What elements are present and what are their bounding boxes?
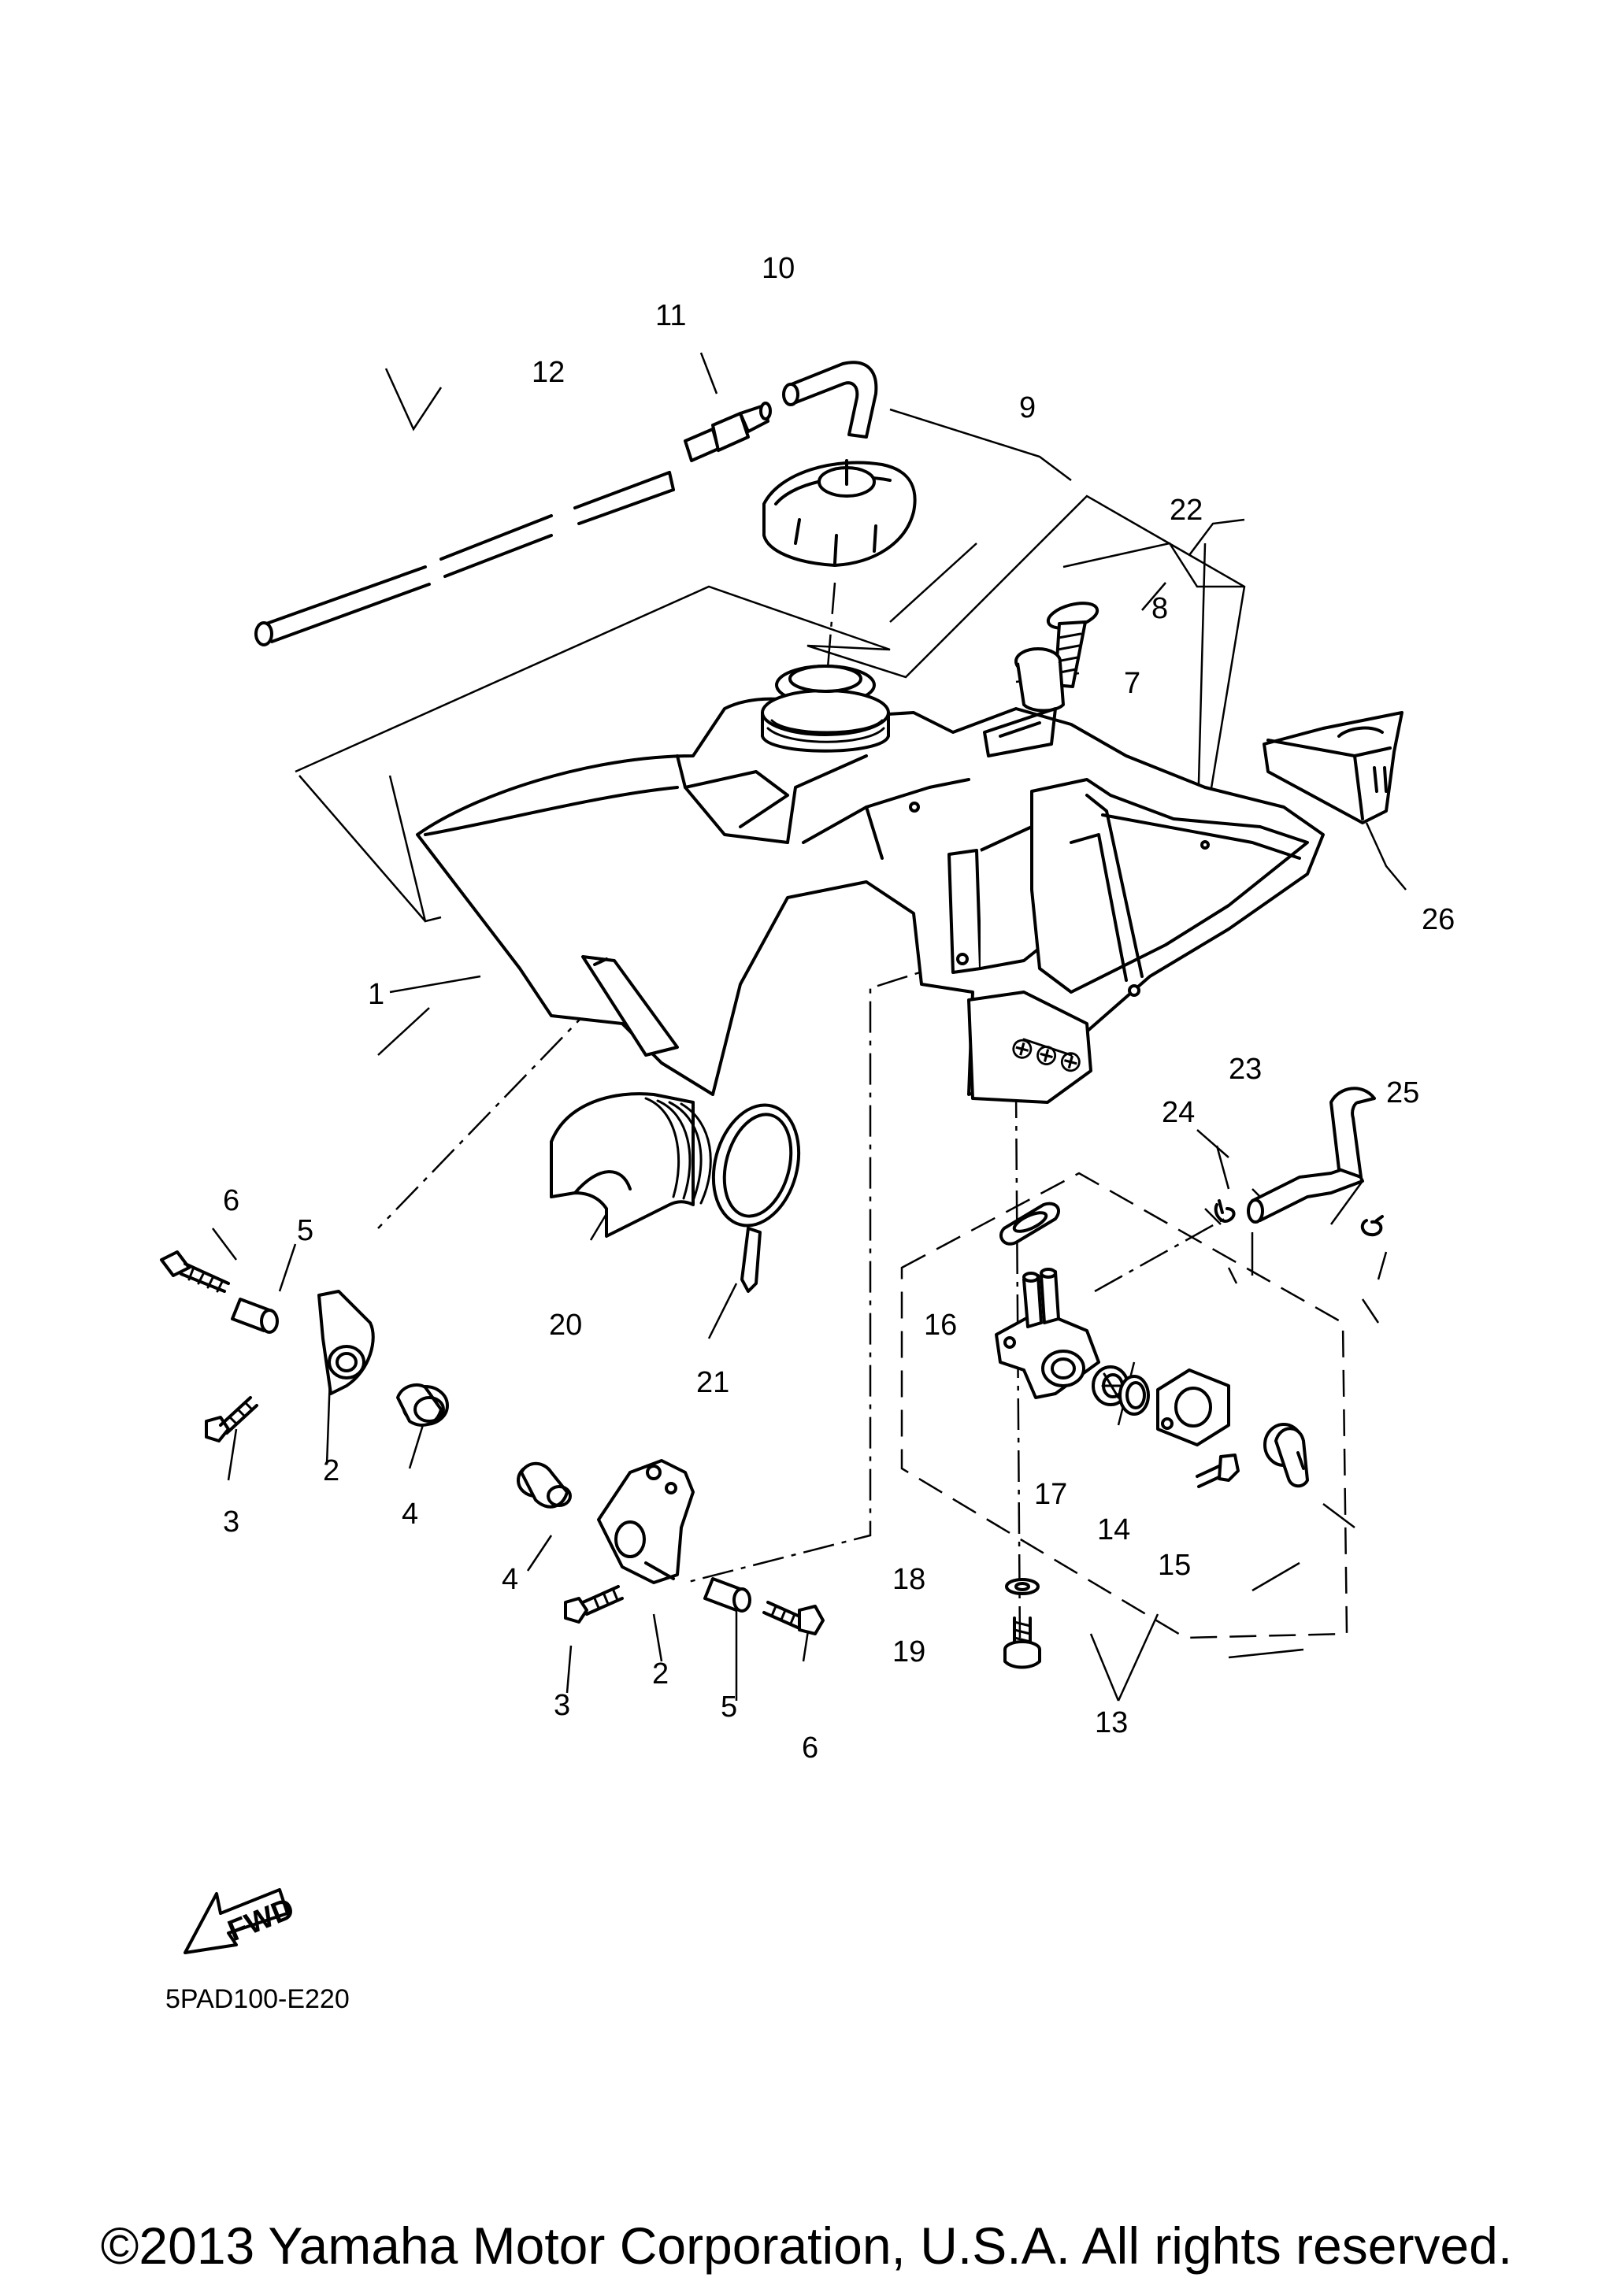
callout-3: 3 <box>554 1689 570 1722</box>
callout-15: 15 <box>1158 1549 1191 1582</box>
callout-5: 5 <box>297 1214 313 1247</box>
callout-numbers: 1 2 2 3 3 4 4 5 5 6 6 7 8 9 10 11 12 13 … <box>223 252 1455 1765</box>
callout-12: 12 <box>532 356 565 389</box>
callout-4: 4 <box>502 1563 518 1596</box>
copyright-notice: ©2013 Yamaha Motor Corporation, U.S.A. A… <box>100 2216 1513 2275</box>
callout-17: 17 <box>1034 1478 1067 1511</box>
callout-23: 23 <box>1229 1053 1262 1086</box>
vent-hose-elbow <box>782 361 878 439</box>
collar-7 <box>1014 647 1065 713</box>
callout-5: 5 <box>721 1691 737 1724</box>
callout-6: 6 <box>223 1184 239 1217</box>
callout-26: 26 <box>1422 903 1455 936</box>
fuel-hose-23 <box>1247 1087 1376 1224</box>
callout-8: 8 <box>1151 592 1168 625</box>
callout-16: 16 <box>924 1309 957 1342</box>
left-mount-group <box>160 1250 449 1442</box>
callout-9: 9 <box>1019 391 1036 424</box>
tank-bracket-26 <box>1263 711 1403 824</box>
callout-7: 7 <box>1124 667 1140 700</box>
callout-4: 4 <box>402 1498 418 1531</box>
fuel-cock-13 <box>995 1202 1309 1669</box>
callout-21: 21 <box>696 1366 729 1399</box>
fuel-cap <box>762 459 917 567</box>
band-21 <box>711 1103 801 1293</box>
right-mount-group <box>517 1459 825 1635</box>
damper-20 <box>550 1092 712 1238</box>
forward-arrow-icon: FWD <box>184 1888 299 1954</box>
callout-14: 14 <box>1097 1513 1130 1546</box>
callout-2: 2 <box>323 1454 339 1487</box>
callout-19: 19 <box>892 1635 925 1668</box>
graphic-outline <box>295 494 1246 851</box>
breather-hose <box>254 471 675 646</box>
fuel-tank: ⊕⊕⊕ <box>416 665 1325 1104</box>
callout-1: 1 <box>368 978 384 1011</box>
callout-22: 22 <box>1170 494 1203 527</box>
callout-25: 25 <box>1386 1076 1419 1109</box>
clip-24 <box>1214 1199 1236 1223</box>
callout-10: 10 <box>762 252 795 285</box>
callout-11: 11 <box>655 299 686 332</box>
callout-2: 2 <box>652 1657 669 1691</box>
callout-3: 3 <box>223 1505 239 1539</box>
callout-20: 20 <box>549 1309 582 1342</box>
callout-24: 24 <box>1162 1096 1195 1129</box>
clip-25 <box>1360 1215 1384 1237</box>
callout-13: 13 <box>1095 1706 1128 1739</box>
callout-6: 6 <box>802 1731 818 1765</box>
check-valve <box>684 402 772 462</box>
drawing-code: 5PAD100-E220 <box>165 1984 350 2014</box>
fuel-cock-kit-box <box>900 1172 1348 1639</box>
callout-18: 18 <box>892 1563 925 1596</box>
